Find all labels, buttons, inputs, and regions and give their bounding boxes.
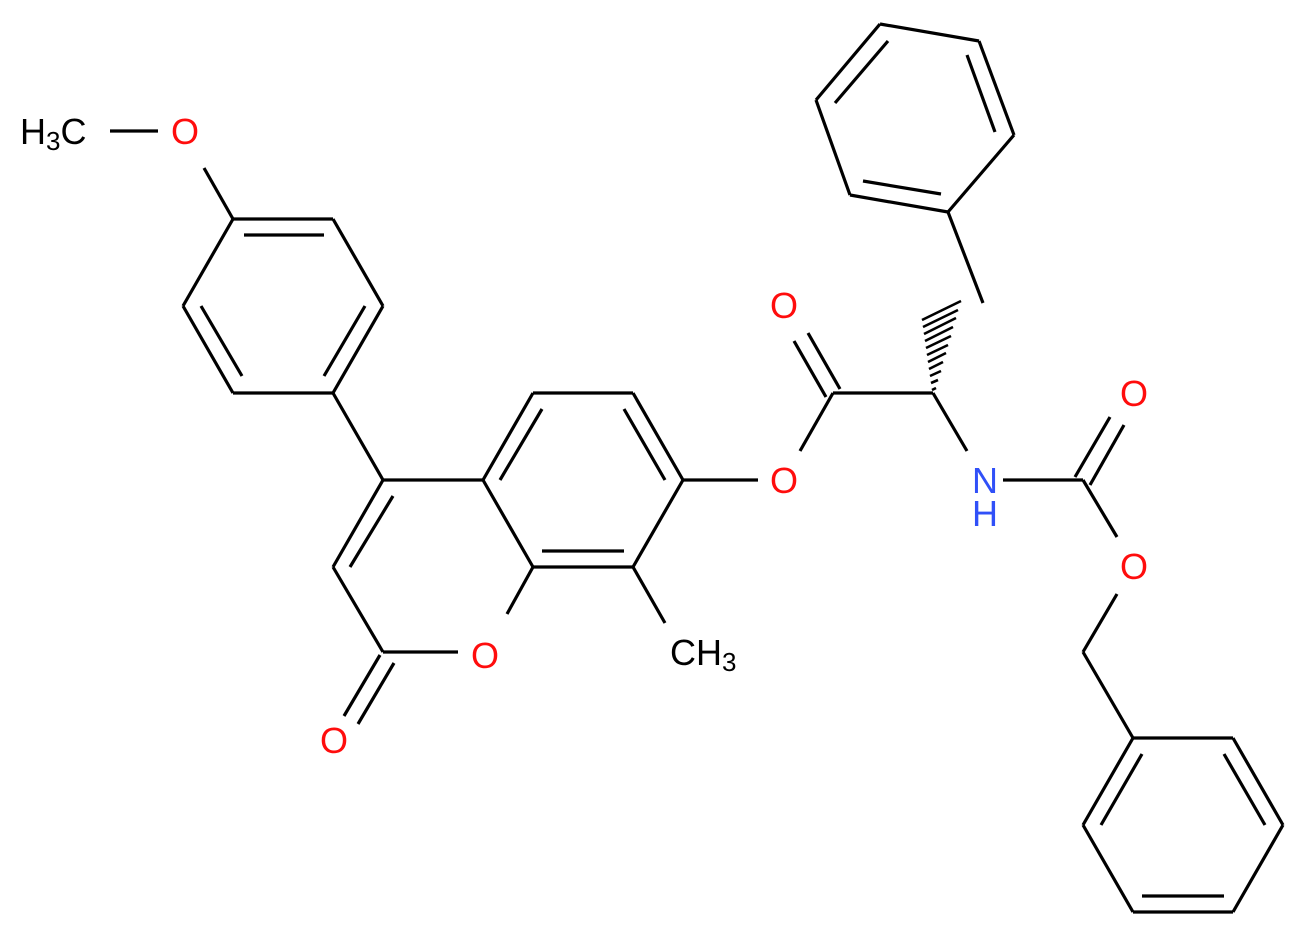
methoxy-oxygen-label: O <box>171 111 199 152</box>
methoxy-methyl-label: H3C <box>20 111 86 156</box>
pyrone-ring <box>331 478 535 654</box>
amine-nitrogen-label: N <box>972 460 998 501</box>
bond-alpha-n <box>931 392 969 452</box>
ester-carbonyl-oxygen-label: O <box>770 285 798 326</box>
bond-o-ch2 <box>1081 593 1119 653</box>
bond-ch2-phenyl2 <box>1081 651 1135 739</box>
methoxyphenyl-ring <box>181 217 385 395</box>
bond-cbz-co-b <box>1088 424 1126 486</box>
phenyl-ring-top <box>814 22 1016 214</box>
bond-lactone-co-a <box>342 654 382 717</box>
ester-oxygen-label: O <box>770 460 798 501</box>
benzo-ring <box>481 391 685 615</box>
carbamate-carbonyl-oxygen-label: O <box>1120 373 1148 414</box>
amine-hydrogen-label: H <box>972 493 998 534</box>
carbamate-oxygen-label: O <box>1120 546 1148 587</box>
bond-aryl-o <box>202 167 235 220</box>
bond-ch2-phenyl <box>946 211 985 304</box>
bond-carbonyl-o <box>1081 479 1119 538</box>
lactone-carbonyl-oxygen-label: O <box>320 720 348 761</box>
bond-lactone-co-b <box>356 662 396 725</box>
ring-oxygen-label: O <box>471 635 499 676</box>
bond-c8-methyl <box>631 566 667 624</box>
bond-co-a <box>792 340 828 398</box>
bond-cbz-co-a <box>1073 416 1112 478</box>
hashed-wedge-bond <box>921 299 962 392</box>
bond-co-b <box>806 332 842 390</box>
methyl-label: CH3 <box>670 632 736 677</box>
bond-o-carbonylc <box>798 392 835 452</box>
bond-aryl-c4 <box>331 392 385 481</box>
phenyl-ring-bottom <box>1081 736 1285 914</box>
